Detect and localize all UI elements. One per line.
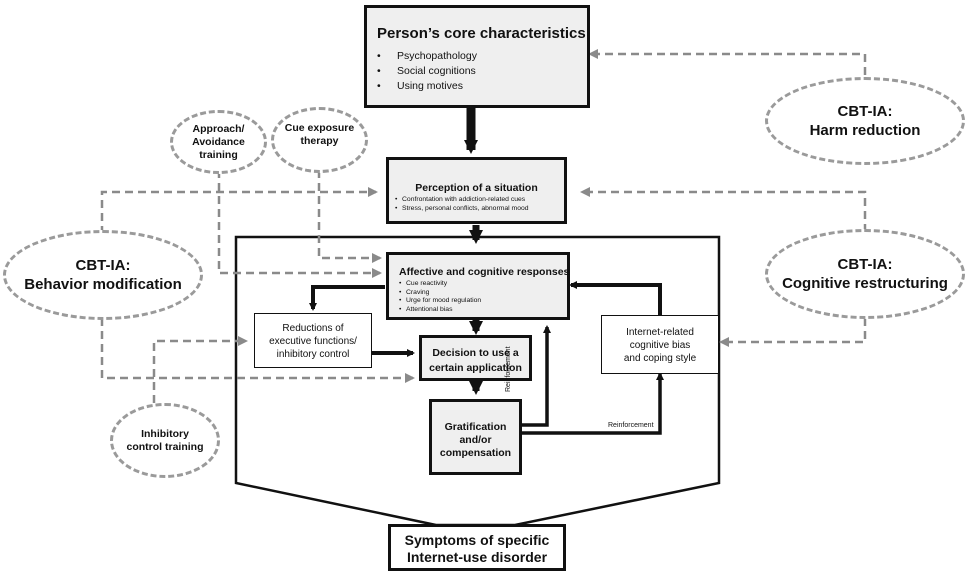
decision-line: certain application: [429, 362, 522, 374]
cognitive-restructuring-ellipse: CBT-IA: Cognitive restructuring: [765, 229, 965, 319]
behavior-modification-line: CBT-IA:: [75, 257, 131, 274]
reinforcement-horizontal-label: Reinforcement: [608, 422, 654, 429]
reductions-line: executive functions/: [269, 336, 357, 347]
dashed-behavior-to-decision: [100, 318, 415, 383]
core-item: •Using motives: [377, 80, 463, 92]
perception-title: Perception of a situation: [415, 182, 538, 194]
inhibitory-control-line: control training: [126, 440, 204, 453]
cognitive-restructuring-line: Cognitive restructuring: [782, 275, 948, 292]
affective-item: •Craving: [399, 288, 430, 296]
perception-box: Perception of a situation •Confrontation…: [386, 157, 567, 224]
symptoms-line: Internet-use disorder: [406, 549, 548, 565]
cue-exposure-line: Cue exposure: [284, 122, 355, 134]
internet-bias-line: Internet-related: [626, 327, 694, 338]
perception-list: •Confrontation with addiction-related cu…: [395, 195, 529, 213]
arrow-bias-to-affective: [569, 281, 662, 315]
cue-exposure-line: therapy: [300, 135, 339, 147]
arrow-gratification-reinforcement-affective: [522, 325, 551, 427]
gratification-box: Gratification and/or compensation: [429, 399, 522, 475]
behavior-modification-line: Behavior modification: [24, 276, 182, 293]
gratification-line: and/or: [459, 434, 492, 446]
reductions-box: Reductions of executive functions/ inhib…: [254, 313, 372, 368]
internet-bias-line: and coping style: [623, 353, 697, 364]
approach-avoidance-line: Avoidance: [192, 135, 245, 148]
symptoms-line: Symptoms of specific: [404, 532, 550, 548]
affective-responses-box: Affective and cognitive responses •Cue r…: [386, 252, 570, 320]
approach-avoidance-ellipse: Approach/ Avoidance training: [170, 110, 267, 174]
inhibitory-control-line: Inhibitory: [141, 427, 189, 440]
gratification-line: Gratification: [444, 421, 507, 433]
reductions-line: Reductions of: [282, 323, 344, 334]
dashed-cognitive-to-bias: [719, 318, 867, 347]
approach-avoidance-line: Approach/: [192, 122, 245, 135]
approach-avoidance-line: training: [199, 148, 238, 161]
core-title: Person’s core characteristics: [377, 25, 586, 42]
affective-title: Affective and cognitive responses: [399, 266, 570, 278]
arrow-gratification-reinforcement-bias: [522, 372, 664, 435]
arrow-affective-to-reductions: [309, 285, 385, 311]
harm-reduction-ellipse: CBT-IA: Harm reduction: [765, 77, 965, 165]
perception-item: •Stress, personal conflicts, abnormal mo…: [395, 205, 529, 212]
cue-exposure-ellipse: Cue exposure therapy: [271, 107, 368, 173]
dashed-approach-to-affective: [217, 170, 382, 278]
core-item: •Psychopathology: [377, 50, 477, 62]
decision-box: Decision to use a certain application: [419, 335, 532, 381]
dashed-cognitive-to-perception: [580, 187, 867, 232]
inhibitory-control-ellipse: Inhibitory control training: [110, 403, 220, 478]
affective-item: •Attentional bias: [399, 305, 453, 313]
gratification-line: compensation: [439, 447, 512, 459]
behavior-modification-ellipse: CBT-IA: Behavior modification: [3, 230, 203, 320]
cognitive-restructuring-line: CBT-IA:: [837, 256, 893, 273]
harm-reduction-line: Harm reduction: [809, 122, 921, 139]
perception-item: •Confrontation with addiction-related cu…: [395, 196, 526, 203]
dashed-inhibitory-to-reductions: [152, 336, 248, 403]
affective-list: •Cue reactivity •Craving •Urge for mood …: [399, 280, 481, 314]
internet-bias-line: cognitive bias: [629, 340, 691, 351]
dashed-harm-to-core: [588, 49, 867, 88]
core-characteristics-box: Person’s core characteristics •Psychopat…: [364, 5, 590, 108]
internet-bias-box: Internet-related cognitive bias and copi…: [601, 315, 719, 374]
affective-item: •Cue reactivity: [399, 280, 448, 287]
core-list: •Psychopathology •Social cognitions •Usi…: [377, 49, 477, 94]
core-item: •Social cognitions: [377, 65, 476, 77]
dashed-cue-to-affective: [317, 170, 382, 263]
harm-reduction-line: CBT-IA:: [837, 103, 893, 120]
decision-line: Decision to use a: [432, 347, 519, 359]
reinforcement-vertical-label: Reinforcement: [505, 346, 512, 392]
symptoms-box: Symptoms of specific Internet-use disord…: [388, 524, 566, 571]
dashed-behavior-to-perception: [100, 187, 378, 234]
affective-item: •Urge for mood regulation: [399, 297, 482, 304]
reductions-line: inhibitory control: [276, 349, 350, 360]
